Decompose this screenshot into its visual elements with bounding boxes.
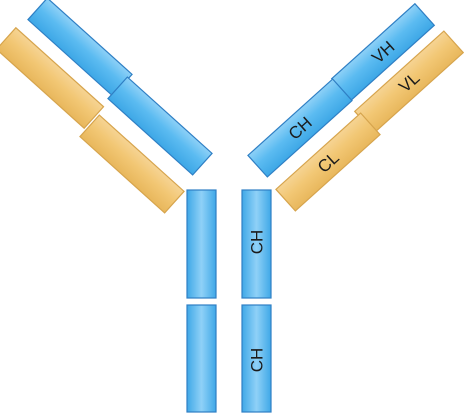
left-arm-light-variable-domain (0, 26, 105, 130)
left-arm-light-constant-domain (79, 114, 185, 214)
right-stem-upper-ch-domain: CH (241, 189, 272, 299)
right-stem-lower-ch-domain: CH (241, 304, 272, 413)
right-arm-ch-domain: CH (247, 78, 353, 178)
right-arm-vl-domain: VL (353, 30, 464, 134)
ch-stem-lower-label: CH (248, 348, 267, 373)
left-stem-lower-ch-domain (186, 304, 217, 413)
ch-stem-upper-label: CH (248, 230, 267, 255)
left-arm-heavy-constant-domain (107, 76, 213, 176)
right-arm-vh-domain: VH (330, 2, 436, 102)
left-stem-upper-ch-domain (186, 189, 217, 299)
right-arm-cl-domain: CL (275, 112, 381, 212)
